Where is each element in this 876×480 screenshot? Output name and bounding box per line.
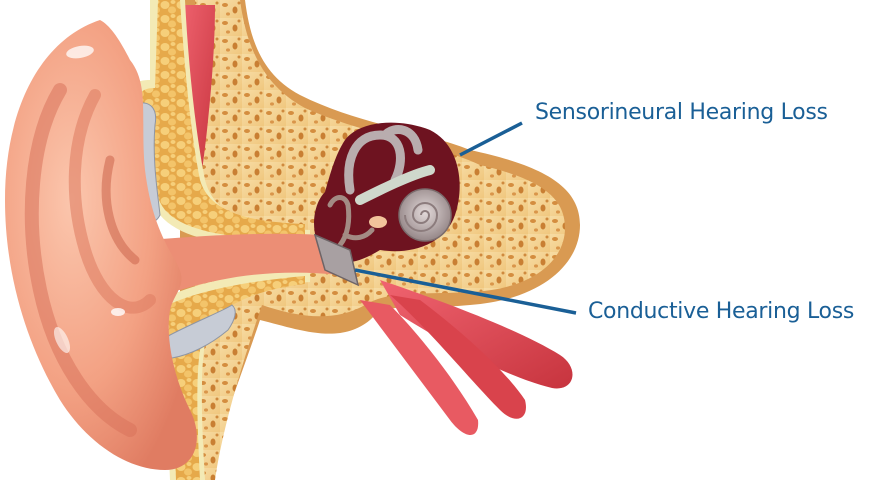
- eardrum: [313, 233, 360, 287]
- ear-canal: [150, 233, 340, 290]
- conductive-leader-line: [354, 268, 577, 315]
- cochlea: [398, 188, 452, 242]
- semicircular-canals: [344, 125, 423, 195]
- ossicles: [327, 195, 375, 248]
- sensorineural-leader-line: [459, 121, 523, 157]
- auricle: [5, 20, 197, 470]
- conductive-hearing-loss-label: Conductive Hearing Loss: [588, 299, 855, 324]
- sensorineural-hearing-loss-label: Sensorineural Hearing Loss: [535, 100, 828, 125]
